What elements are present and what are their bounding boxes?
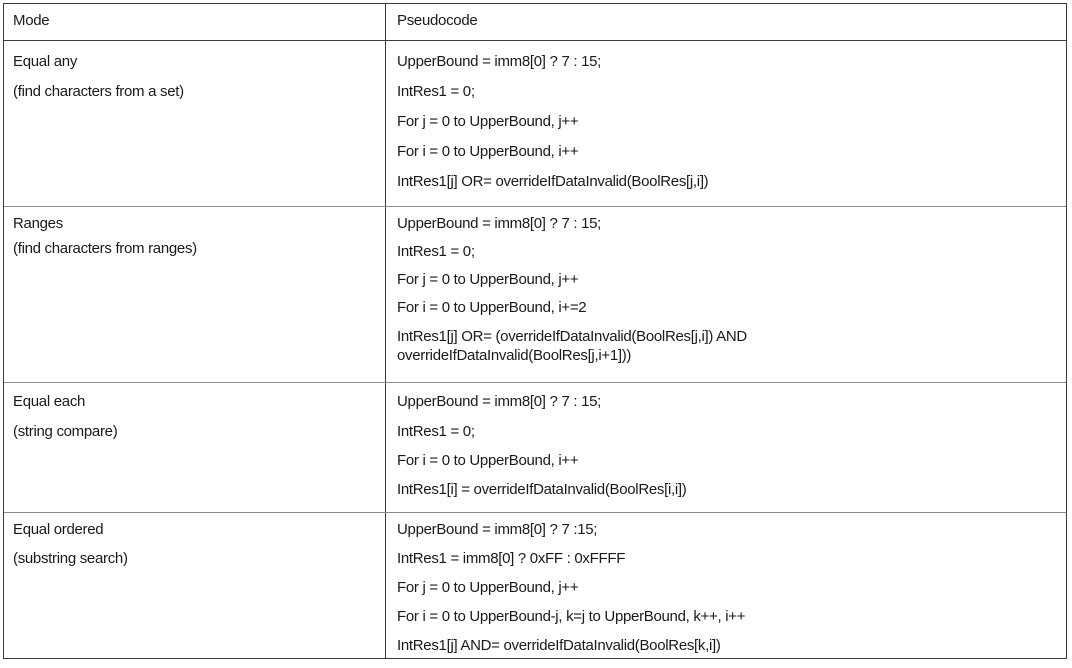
row-divider bbox=[4, 382, 1066, 383]
row-description: (find characters from a set) bbox=[13, 83, 184, 100]
row-mode: Equal ordered bbox=[13, 521, 104, 538]
code-line: overrideIfDataInvalid(BoolRes[j,i+1])) bbox=[397, 347, 632, 364]
code-line: For j = 0 to UpperBound, j++ bbox=[397, 113, 579, 130]
pseudocode-header: Pseudocode bbox=[397, 12, 478, 29]
code-line: For i = 0 to UpperBound-j, k=j to UpperB… bbox=[397, 608, 746, 625]
code-line: IntRes1 = 0; bbox=[397, 243, 475, 260]
pseudocode-table: Mode Pseudocode Equal any (find characte… bbox=[3, 3, 1067, 659]
code-line: IntRes1 = 0; bbox=[397, 83, 475, 100]
row-divider bbox=[4, 512, 1066, 513]
row-mode: Ranges bbox=[13, 215, 63, 232]
row-description: (string compare) bbox=[13, 423, 118, 440]
code-line: For j = 0 to UpperBound, j++ bbox=[397, 579, 579, 596]
row-mode: Equal any bbox=[13, 53, 78, 70]
code-line: For j = 0 to UpperBound, j++ bbox=[397, 271, 579, 288]
code-line: UpperBound = imm8[0] ? 7 : 15; bbox=[397, 393, 602, 410]
header-rule bbox=[4, 40, 1066, 41]
code-line: For i = 0 to UpperBound, i+=2 bbox=[397, 299, 587, 316]
code-line: UpperBound = imm8[0] ? 7 : 15; bbox=[397, 53, 602, 70]
code-line: For i = 0 to UpperBound, i++ bbox=[397, 452, 579, 469]
row-description: (find characters from ranges) bbox=[13, 240, 197, 257]
code-line: IntRes1[i] = overrideIfDataInvalid(BoolR… bbox=[397, 481, 687, 498]
code-line: IntRes1 = imm8[0] ? 0xFF : 0xFFFF bbox=[397, 550, 626, 567]
code-line: IntRes1 = 0; bbox=[397, 423, 475, 440]
code-line: UpperBound = imm8[0] ? 7 : 15; bbox=[397, 215, 602, 232]
mode-header: Mode bbox=[13, 12, 50, 29]
code-line: IntRes1[j] AND= overrideIfDataInvalid(Bo… bbox=[397, 637, 721, 654]
row-description: (substring search) bbox=[13, 550, 128, 567]
code-line: For i = 0 to UpperBound, i++ bbox=[397, 143, 579, 160]
row-divider bbox=[4, 206, 1066, 207]
code-line: UpperBound = imm8[0] ? 7 :15; bbox=[397, 521, 598, 538]
row-mode: Equal each bbox=[13, 393, 86, 410]
code-line: IntRes1[j] OR= overrideIfDataInvalid(Boo… bbox=[397, 173, 709, 190]
column-divider bbox=[385, 4, 386, 658]
code-line: IntRes1[j] OR= (overrideIfDataInvalid(Bo… bbox=[397, 328, 747, 345]
